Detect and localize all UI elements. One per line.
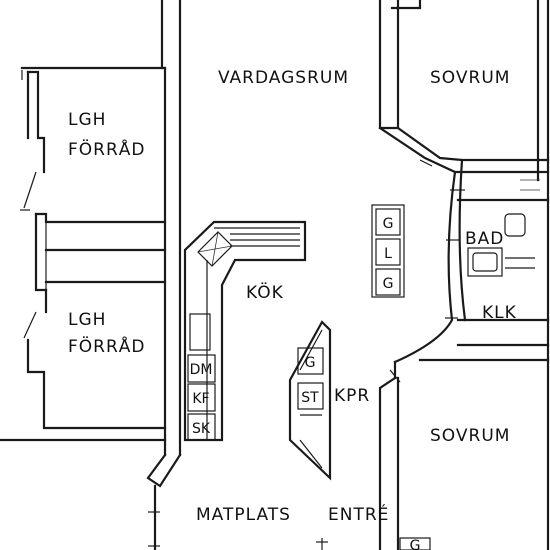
kitchen-counter xyxy=(183,220,307,442)
bedroom-top-walls xyxy=(378,0,550,550)
kitchen-label-dm: DM xyxy=(190,362,213,378)
room-label-sovrum-top: SOVRUM xyxy=(430,68,510,88)
wardrobe-label-1: G xyxy=(383,216,394,232)
central-wall xyxy=(146,0,182,550)
room-label-matplats: MATPLATS xyxy=(196,505,291,525)
entrance-marker xyxy=(316,538,328,550)
room-label-vardagsrum: VARDAGSRUM xyxy=(218,68,349,88)
room-label-kpr: KPR xyxy=(334,386,370,406)
room-label-forrad-bottom-1: LGH xyxy=(68,310,106,330)
wardrobe-label-2: L xyxy=(384,246,392,262)
kitchen-label-sk: SK xyxy=(192,421,211,437)
storage-walls xyxy=(0,66,167,442)
room-label-forrad-bottom-2: FÖRRÅD xyxy=(68,335,146,357)
bedroom-bottom-walls xyxy=(378,358,550,550)
room-label-kok: KÖK xyxy=(246,281,284,303)
room-label-entre: ENTRÉ xyxy=(328,503,389,525)
room-label-bad: BAD xyxy=(465,229,504,249)
entry-label-g: G xyxy=(410,538,421,550)
wardrobe-column xyxy=(371,204,405,298)
pantry-label-g: G xyxy=(305,355,316,371)
pantry-unit xyxy=(288,320,332,481)
room-label-forrad-top-2: FÖRRÅD xyxy=(68,138,146,160)
kitchen-label-kf: KF xyxy=(192,391,209,407)
room-label-sovrum-bottom: SOVRUM xyxy=(430,426,510,446)
pantry-label-st: ST xyxy=(301,390,319,406)
wardrobe-label-3: G xyxy=(383,276,394,292)
room-label-klk: KLK xyxy=(482,303,517,323)
room-label-forrad-top-1: LGH xyxy=(68,110,106,130)
bathroom-walls xyxy=(393,158,550,364)
